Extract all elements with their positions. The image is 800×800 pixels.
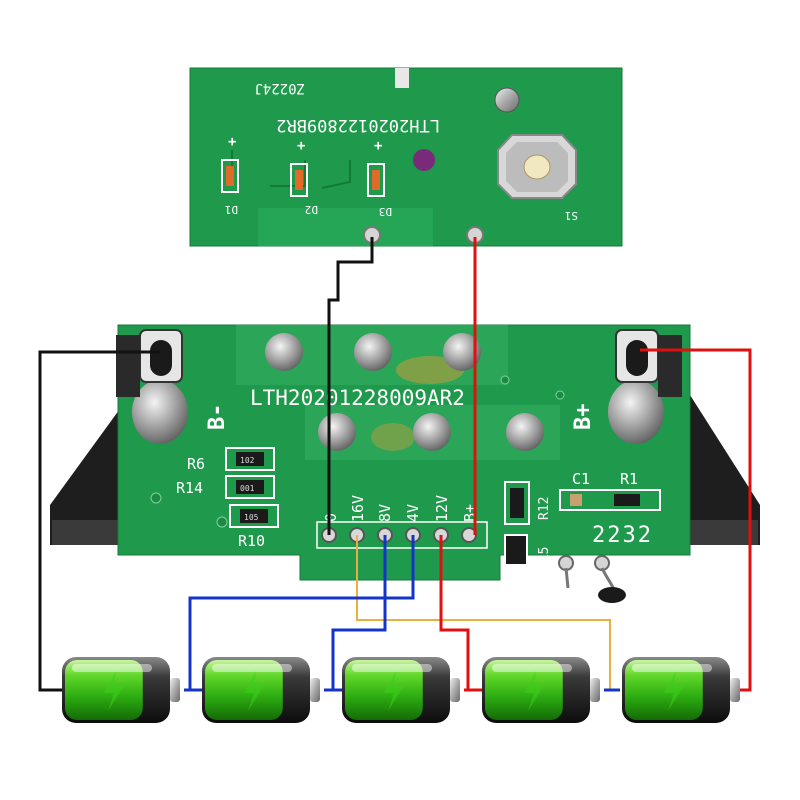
- top-board-silk-text: LTH2020122809BR2: [276, 115, 440, 135]
- battery-icon: [202, 657, 320, 723]
- wire-black-led: [327, 237, 374, 535]
- label-c1: C1: [572, 470, 590, 488]
- solder-blob: [506, 413, 544, 451]
- solder-blob-pos: [608, 380, 664, 444]
- pin-labels: 0 16V 8V 4V 12V B+: [322, 495, 479, 522]
- resistor-r10: 105 R10: [229, 504, 279, 550]
- main-board-silk-text: LTH20201228009AR2: [250, 386, 465, 410]
- wire-yellow-16v: [356, 535, 611, 690]
- label-d2: D2: [305, 203, 318, 216]
- label-r14: R14: [176, 479, 203, 497]
- solder-blob: [354, 333, 392, 371]
- battery-icon: [62, 657, 180, 723]
- label-r10: R10: [238, 532, 265, 550]
- svg-text:+: +: [228, 134, 236, 150]
- screw-icon: [494, 87, 520, 113]
- via-blob: [413, 149, 435, 171]
- led-d3: + D3: [367, 138, 392, 218]
- code-r10: 105: [244, 513, 259, 522]
- wire-blue-4v: [188, 535, 415, 690]
- label-r15: R15: [537, 547, 552, 570]
- terminal-pos: [615, 329, 682, 397]
- pin-label-0: 0: [322, 513, 340, 522]
- wire-black-bminus: [38, 350, 160, 692]
- battery-icon: [342, 657, 460, 723]
- solder-blob: [265, 333, 303, 371]
- solder-blob: [413, 413, 451, 451]
- resistor-r6: R6 102: [187, 447, 275, 473]
- solder-blob: [318, 413, 356, 451]
- tact-switch-s1: S1: [497, 134, 578, 222]
- wire-blue-8v: [331, 535, 387, 690]
- label-d1: D1: [225, 203, 238, 216]
- label-r6: R6: [187, 455, 205, 473]
- wire-red-bplus: [640, 348, 752, 692]
- maker-mark: XSY: [618, 554, 645, 572]
- label-b-minus: B-: [205, 404, 230, 431]
- battery-pack: [62, 657, 740, 723]
- copper-area: [258, 208, 433, 246]
- solder-blob-neg: [132, 380, 188, 444]
- led-d1: + D1: [221, 134, 239, 216]
- led-board: LTH2020122809BR2 Z0224J + D1 + D2 + D3: [189, 67, 623, 247]
- battery-icon: [482, 657, 600, 723]
- code-r14: 001: [240, 484, 255, 493]
- svg-text:+: +: [297, 138, 305, 154]
- pin-label-4v: 4V: [404, 504, 422, 522]
- wires: [38, 237, 752, 692]
- svg-text:+: +: [374, 138, 382, 154]
- label-s1: S1: [565, 209, 578, 222]
- resistor-r14: R14 001: [176, 475, 275, 499]
- date-code: 2232: [592, 523, 653, 548]
- pin-label-8v: 8V: [376, 504, 394, 522]
- wire-red-12v: [439, 535, 470, 690]
- terminal-neg: [116, 329, 183, 397]
- code-r6: 102: [240, 456, 255, 465]
- battery-icon: [622, 657, 740, 723]
- label-d3: D3: [379, 205, 392, 218]
- bms-board: B- B+ LTH20201228009AR2 R6 102 R14 001 1…: [50, 324, 760, 603]
- rail-right: [670, 395, 760, 545]
- pin-label-12v: 12V: [433, 495, 451, 522]
- lot-code: Z0224J: [254, 80, 305, 96]
- label-r1: R1: [620, 470, 638, 488]
- board-notch: [395, 68, 409, 88]
- led-d2: + D2: [290, 138, 318, 216]
- pin-label-16v: 16V: [349, 495, 367, 522]
- solder-blob: [443, 333, 481, 371]
- label-b-plus: B+: [571, 404, 596, 431]
- right-components: C1 R1 R12 R15 2232 XSY: [504, 470, 661, 603]
- label-r12: R12: [537, 497, 552, 520]
